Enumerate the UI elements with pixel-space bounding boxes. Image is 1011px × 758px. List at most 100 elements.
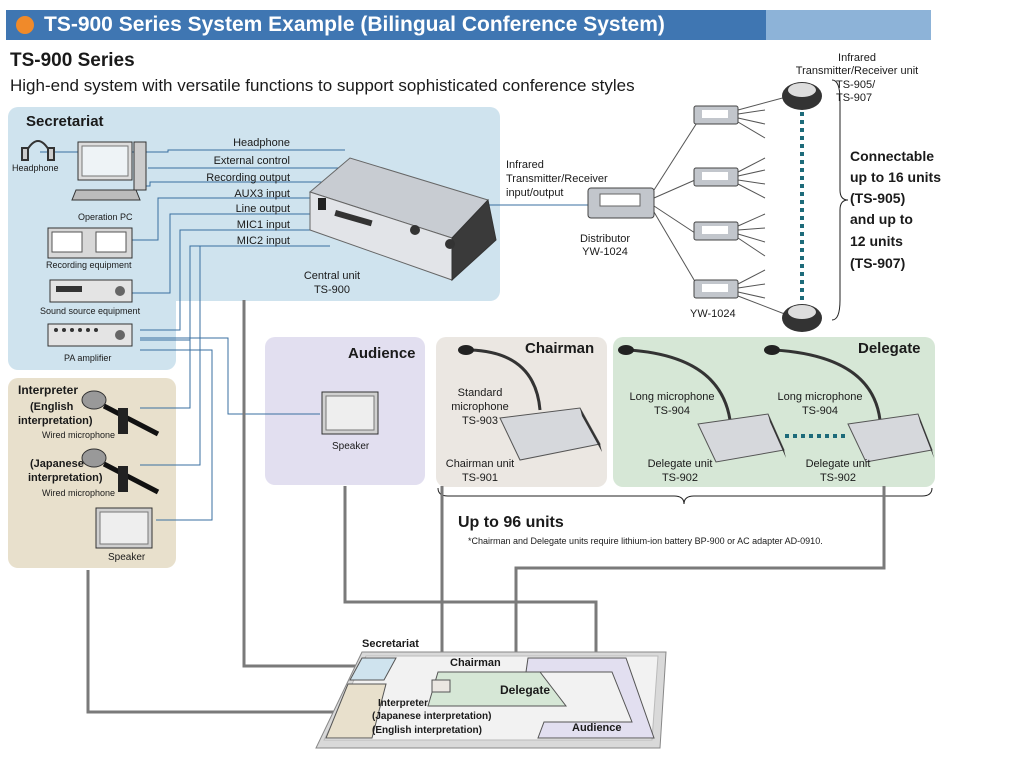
audience-speaker-device bbox=[321, 391, 379, 435]
distributor-device bbox=[587, 187, 655, 219]
ir-unit-line-4: TS-907 bbox=[836, 92, 873, 104]
ir-capacity-brace bbox=[831, 79, 849, 321]
link-delegate bbox=[514, 486, 886, 686]
series-title: TS-900 Series bbox=[10, 50, 135, 71]
sound-source-device bbox=[49, 279, 133, 303]
chairman-unit-device bbox=[458, 345, 602, 461]
port-mic2-input: MIC2 input bbox=[236, 235, 290, 247]
floorplan-interpreter-2: (Japanese interpretation) bbox=[372, 711, 492, 722]
delegate-mic-1-model: TS-904 bbox=[653, 405, 691, 417]
floorplan-interpreter-1: Interpreter bbox=[378, 698, 429, 709]
port-recording-output: Recording output bbox=[206, 172, 290, 184]
link-audience bbox=[343, 486, 598, 660]
ir-capacity-1: Connectable bbox=[850, 148, 935, 164]
interpreter-english-2: interpretation) bbox=[18, 415, 93, 427]
ir-io-line-1: Infrared bbox=[506, 159, 544, 171]
floorplan-audience: Audience bbox=[572, 722, 622, 734]
floorplan-delegate: Delegate bbox=[500, 683, 551, 697]
ir-io-line-3: input/output bbox=[506, 187, 564, 199]
wire-mic2 bbox=[140, 245, 330, 341]
chairman-unit-1: Chairman unit bbox=[445, 458, 515, 470]
chairman-title: Chairman bbox=[525, 340, 595, 357]
wire-interp-speaker bbox=[140, 349, 213, 521]
headphone-label: Headphone bbox=[12, 163, 59, 173]
wired-microphone-2 bbox=[81, 448, 160, 495]
ir-io-line-2: Transmitter/Receiver bbox=[506, 173, 608, 185]
wired-microphone-1 bbox=[81, 390, 160, 437]
interpreter-speaker-label: Speaker bbox=[108, 552, 146, 563]
delegate-unit-2-device bbox=[764, 345, 934, 463]
audience-speaker-label: Speaker bbox=[332, 441, 370, 452]
central-unit-model: TS-900 bbox=[313, 284, 351, 296]
chairman-mic-3: TS-903 bbox=[461, 415, 499, 427]
ir-unit-line-1: Infrared bbox=[838, 52, 876, 64]
central-unit-name: Central unit bbox=[303, 270, 361, 282]
secretariat-title: Secretariat bbox=[26, 113, 104, 130]
delegate-mic-2-model: TS-904 bbox=[801, 405, 839, 417]
wire-line-output bbox=[132, 213, 315, 294]
ir-capacity-3: (TS-905) bbox=[850, 190, 906, 206]
chairman-mic-1: Standard bbox=[457, 387, 503, 399]
sub-distributor-4 bbox=[693, 279, 739, 299]
chairman-mic-2: microphone bbox=[451, 401, 509, 413]
sub-distributor-2 bbox=[693, 167, 739, 187]
pa-amplifier-label: PA amplifier bbox=[64, 353, 112, 363]
pa-amplifier-device bbox=[47, 323, 133, 347]
delegate-unit-1-name: Delegate unit bbox=[647, 458, 713, 470]
delegate-unit-1-model: TS-902 bbox=[661, 472, 699, 484]
port-headphone: Headphone bbox=[233, 137, 290, 149]
units-brace bbox=[437, 487, 933, 505]
page-title: TS-900 Series System Example (Bilingual … bbox=[44, 13, 665, 36]
chairman-unit-2: TS-901 bbox=[461, 472, 499, 484]
floorplan bbox=[315, 651, 667, 749]
ir-capacity-2: up to 16 units bbox=[850, 169, 941, 185]
floorplan-chairman: Chairman bbox=[450, 657, 501, 669]
delegate-mic-1-name: Long microphone bbox=[629, 391, 715, 403]
interpreter-japanese-1: (Japanese bbox=[30, 458, 84, 470]
interpreter-english-1: (English bbox=[30, 401, 74, 413]
port-line-output: Line output bbox=[235, 203, 290, 215]
wire-mic-japanese bbox=[140, 246, 201, 466]
interpreter-japanese-2: interpretation) bbox=[28, 472, 103, 484]
ir-dome-bottom bbox=[782, 304, 822, 332]
delegate-mic-2-name: Long microphone bbox=[777, 391, 863, 403]
ir-dome-top bbox=[782, 82, 822, 110]
delegate-unit-2-name: Delegate unit bbox=[805, 458, 871, 470]
delegate-title: Delegate bbox=[858, 340, 921, 357]
distributor-model: YW-1024 bbox=[582, 246, 628, 258]
units-note: *Chairman and Delegate units require lit… bbox=[468, 536, 823, 546]
port-external-control: External control bbox=[213, 155, 290, 167]
header-bullet-icon bbox=[16, 16, 34, 34]
units-capacity: Up to 96 units bbox=[458, 514, 564, 531]
sound-source-label: Sound source equipment bbox=[40, 306, 141, 316]
link-interpreter bbox=[86, 570, 356, 714]
wire-mic1 bbox=[140, 229, 320, 331]
wire-audience-speaker bbox=[140, 337, 320, 415]
port-mic1-input: MIC1 input bbox=[236, 219, 290, 231]
sub-distributor-1 bbox=[693, 105, 739, 125]
delegate-unit-1-device bbox=[618, 345, 786, 463]
floorplan-secretariat: Secretariat bbox=[362, 638, 419, 650]
page-subtitle: High-end system with versatile functions… bbox=[10, 76, 635, 95]
delegate-unit-2-model: TS-902 bbox=[819, 472, 857, 484]
ir-capacity-5: 12 units bbox=[850, 233, 903, 249]
wired-mic-2-label: Wired microphone bbox=[42, 488, 116, 498]
operation-pc-device bbox=[71, 141, 147, 201]
ir-capacity-4: and up to bbox=[850, 211, 913, 227]
recording-equipment-label: Recording equipment bbox=[46, 260, 132, 270]
sub-distributor-model: YW-1024 bbox=[690, 308, 736, 320]
port-aux3-input: AUX3 input bbox=[234, 188, 290, 200]
audience-title: Audience bbox=[348, 345, 416, 362]
ir-capacity-6: (TS-907) bbox=[850, 255, 906, 271]
ir-unit-line-3: TS-905/ bbox=[836, 79, 876, 91]
interpreter-title: Interpreter bbox=[18, 383, 79, 397]
wire-mic-english bbox=[140, 340, 191, 409]
operation-pc-label: Operation PC bbox=[78, 212, 133, 222]
header-accent bbox=[766, 10, 931, 40]
distributor-name: Distributor bbox=[579, 233, 631, 245]
headphone-device bbox=[21, 140, 55, 161]
ir-unit-line-2: Transmitter/Receiver unit bbox=[795, 65, 919, 77]
interpreter-speaker-device bbox=[95, 507, 153, 549]
link-secretariat bbox=[242, 300, 372, 668]
